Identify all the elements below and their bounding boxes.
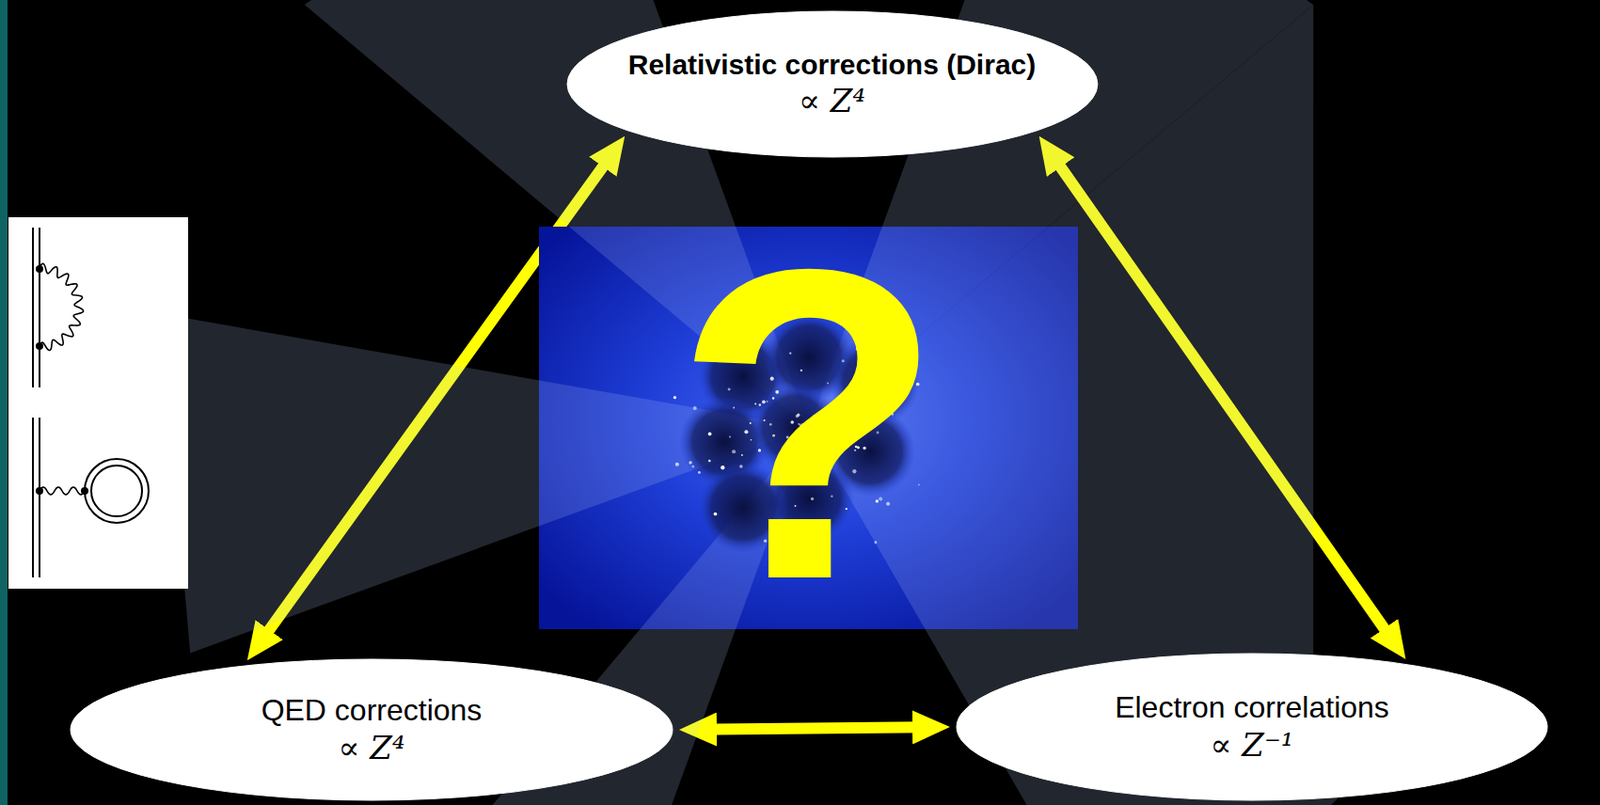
scaling-law: ∝ Z⁴ [337, 728, 405, 768]
feynman-diagrams [8, 217, 189, 589]
scaling-law: ∝ Z⁻¹ [1209, 726, 1294, 765]
node-title: Electron correlations [1114, 689, 1390, 726]
question-mark: ? [673, 204, 944, 647]
double-arrow [707, 727, 922, 729]
node-title: Relativistic corrections (Dirac) [628, 47, 1037, 82]
side-bar [0, 0, 8, 805]
scaling-law: ∝ Z⁴ [798, 81, 866, 121]
ellipse-node: QED corrections∝ Z⁴ [69, 658, 674, 802]
ellipse-node: Electron correlations∝ Z⁻¹ [955, 652, 1549, 802]
ellipse-node: Relativistic corrections (Dirac)∝ Z⁴ [566, 10, 1099, 159]
node-title: QED corrections [261, 692, 483, 729]
